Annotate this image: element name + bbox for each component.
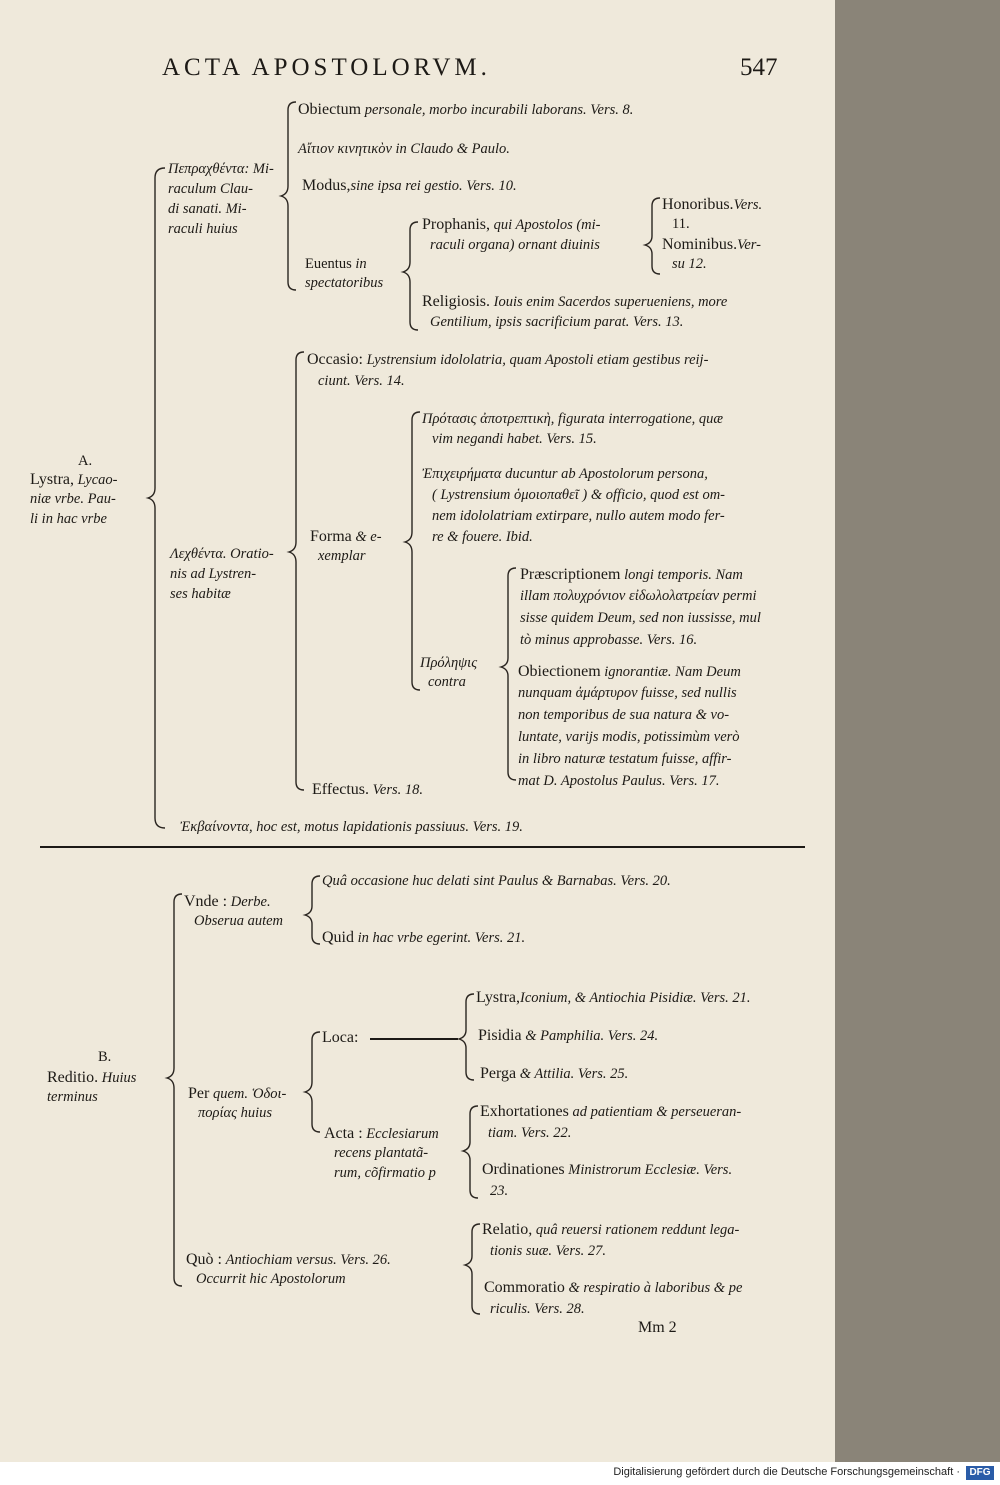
prolepsis-label-2: contra xyxy=(428,674,466,690)
obiectio-entry-6: mat D. Apostolus Paulus. Vers. 17. xyxy=(518,773,720,789)
nominibus-entry: Nominibus.Ver- xyxy=(662,236,761,253)
honoribus-entry-2: 11. xyxy=(672,216,690,232)
dfg-logo: DFG xyxy=(966,1466,994,1480)
ordinationes-entry: Ordinationes Ministrorum Ecclesiæ. Vers. xyxy=(482,1161,733,1178)
quo-label-2: Occurrit hic Apostolorum xyxy=(196,1271,346,1287)
quid-entry: Quid in hac vrbe egerint. Vers. 21. xyxy=(322,929,526,946)
perga-entry: Perga & Attilia. Vers. 25. xyxy=(480,1065,629,1082)
footer-bar: Digitalisierung gefördert durch die Deut… xyxy=(0,1462,1000,1485)
section-a-heading-2: niæ vrbe. Pau- xyxy=(30,491,116,507)
aition-entry: Αἴτιον κινητικὸν in Claudo & Paulo. xyxy=(298,141,510,157)
commoratio-entry-2: riculis. Vers. 28. xyxy=(490,1301,585,1317)
pragma-label-4: raculi huius xyxy=(168,221,238,237)
exhortationes-entry: Exhortationes ad patientiam & perseueran… xyxy=(480,1103,742,1120)
book-spine xyxy=(835,0,1000,1462)
obiectio-entry: Obiectionem ignorantiæ. Nam Deum xyxy=(518,663,741,680)
praescriptio-entry-4: tò minus approbasse. Vers. 16. xyxy=(520,632,698,648)
praescriptio-entry-2: illam πολυχρόνιον εἰδωλολατρείαν permi xyxy=(520,588,757,604)
pragma-label-3: di sanati. Mi- xyxy=(168,201,247,217)
section-divider xyxy=(40,846,805,848)
acta-label-2: recens plantatã- xyxy=(334,1145,429,1161)
euentus-label: Euentus in xyxy=(305,256,367,272)
section-a-heading: Lystra, Lycao- xyxy=(30,471,118,488)
effectus-entry: Effectus. Vers. 18. xyxy=(312,781,423,798)
brace-lines xyxy=(145,101,661,1315)
section-b-heading: Reditio. Huius xyxy=(47,1069,137,1086)
obiectio-entry-3: non temporibus de sua natura & vo- xyxy=(518,707,730,723)
protasis-entry: Πρότασις ἀποτρεπτικὴ, figurata interroga… xyxy=(422,411,724,427)
praescriptio-entry-3: sisse quidem Deum, sed non iussisse, mul xyxy=(520,610,761,626)
section-a-heading-3: li in hac vrbe xyxy=(30,511,107,527)
religiosis-entry-2: Gentilium, ipsis sacrificium parat. Vers… xyxy=(430,314,684,330)
euentus-label-2: spectatoribus xyxy=(305,275,384,291)
epicheirema-entry-2: ( Lystrensium ὁμοιοπαθεῖ ) & officio, qu… xyxy=(432,487,725,503)
acta-label-3: rum, cõfirmatio p xyxy=(334,1165,436,1181)
occasio-entry-2: ciunt. Vers. 14. xyxy=(318,373,405,389)
loca-connector xyxy=(370,1038,458,1040)
page-number: 547 xyxy=(740,54,778,81)
lechthenta-label-2: nis ad Lystren- xyxy=(170,566,257,582)
occasio-entry: Occasio: Lystrensium idololatria, quam A… xyxy=(307,351,709,368)
lechthenta-label: Λεχθέντα. Oratio- xyxy=(170,546,274,562)
acta-label: Acta : Ecclesiarum xyxy=(324,1125,439,1142)
epicheirema-entry-4: re & fouere. Ibid. xyxy=(432,529,533,545)
pisidia-entry: Pisidia & Pamphilia. Vers. 24. xyxy=(478,1027,659,1044)
quo-label: Quò : Antiochiam versus. Vers. 26. xyxy=(186,1251,391,1268)
section-b-heading-2: terminus xyxy=(47,1089,98,1105)
honoribus-entry: Honoribus.Vers. xyxy=(662,196,763,213)
unde-label-2: Obserua autem xyxy=(194,913,284,929)
per-quem-label: Per quem. Ὁδοι- xyxy=(188,1085,287,1102)
ordinationes-entry-2: 23. xyxy=(490,1183,509,1199)
relatio-entry-2: tionis suæ. Vers. 27. xyxy=(490,1243,607,1259)
signature-mark: Mm 2 xyxy=(638,1319,677,1336)
modus-entry: Modus,sine ipsa rei gestio. Vers. 10. xyxy=(302,177,517,194)
loca-label: Loca: xyxy=(322,1029,359,1046)
obiectio-entry-2: nunquam ἀμάρτυρον fuisse, sed nullis xyxy=(518,685,737,701)
lystra-entry: Lystra,Iconium, & Antiochia Pisidiæ. Ver… xyxy=(476,989,751,1006)
unde-label: Vnde : Derbe. xyxy=(184,893,271,910)
running-title: ACTA APOSTOLORVM. xyxy=(162,54,491,81)
epicheirema-entry: Ἐπιχειρήματα ducuntur ab Apostolorum per… xyxy=(422,466,708,482)
obiectio-entry-4: luntate, varijs modis, potissimùm verò xyxy=(518,729,740,745)
protasis-entry-2: vim negandi habet. Vers. 15. xyxy=(432,431,597,447)
lechthenta-label-3: ses habitæ xyxy=(170,586,231,602)
relatio-entry: Relatio, quâ reuersi rationem reddunt le… xyxy=(482,1221,740,1238)
qua-occasione-entry: Quâ occasione huc delati sint Paulus & B… xyxy=(322,873,671,889)
prolepsis-label: Πρόληψις xyxy=(420,655,478,671)
exhortationes-entry-2: tiam. Vers. 22. xyxy=(488,1125,572,1141)
ekbainonta-entry: Ἐκβαίνοντα, hoc est, motus lapidationis … xyxy=(180,819,523,835)
praescriptio-entry: Præscriptionem longi temporis. Nam xyxy=(520,566,743,583)
religiosis-entry: Religiosis. Iouis enim Sacerdos superuen… xyxy=(422,293,728,310)
epicheirema-entry-3: nem idololatriam extirpare, nullo autem … xyxy=(432,508,725,524)
digitization-credit: Digitalisierung gefördert durch die Deut… xyxy=(613,1466,960,1478)
forma-label: Forma & e- xyxy=(310,528,382,545)
prophanis-entry-2: raculi organa) ornant diuinis xyxy=(430,237,600,253)
prophanis-entry: Prophanis, qui Apostolos (mi- xyxy=(422,216,601,233)
pragma-label: Πεπραχθέντα: Mi- xyxy=(168,161,274,177)
commoratio-entry: Commoratio & respiratio à laboribus & pe xyxy=(484,1279,743,1296)
forma-label-2: xemplar xyxy=(318,548,366,564)
section-b-label: B. xyxy=(98,1049,112,1065)
per-quem-label-2: πορίας huius xyxy=(198,1105,273,1121)
book-page: ACTA APOSTOLORVM. 547 A. Lystra, Lycao- … xyxy=(0,0,837,1462)
obiectum-entry: Obiectum personale, morbo incurabili lab… xyxy=(298,101,634,118)
nominibus-entry-2: su 12. xyxy=(672,256,707,272)
obiectio-entry-5: in libro naturæ testatum fuisse, affir- xyxy=(518,751,732,767)
pragma-label-2: raculum Clau- xyxy=(168,181,253,197)
section-a-label: A. xyxy=(78,453,93,469)
